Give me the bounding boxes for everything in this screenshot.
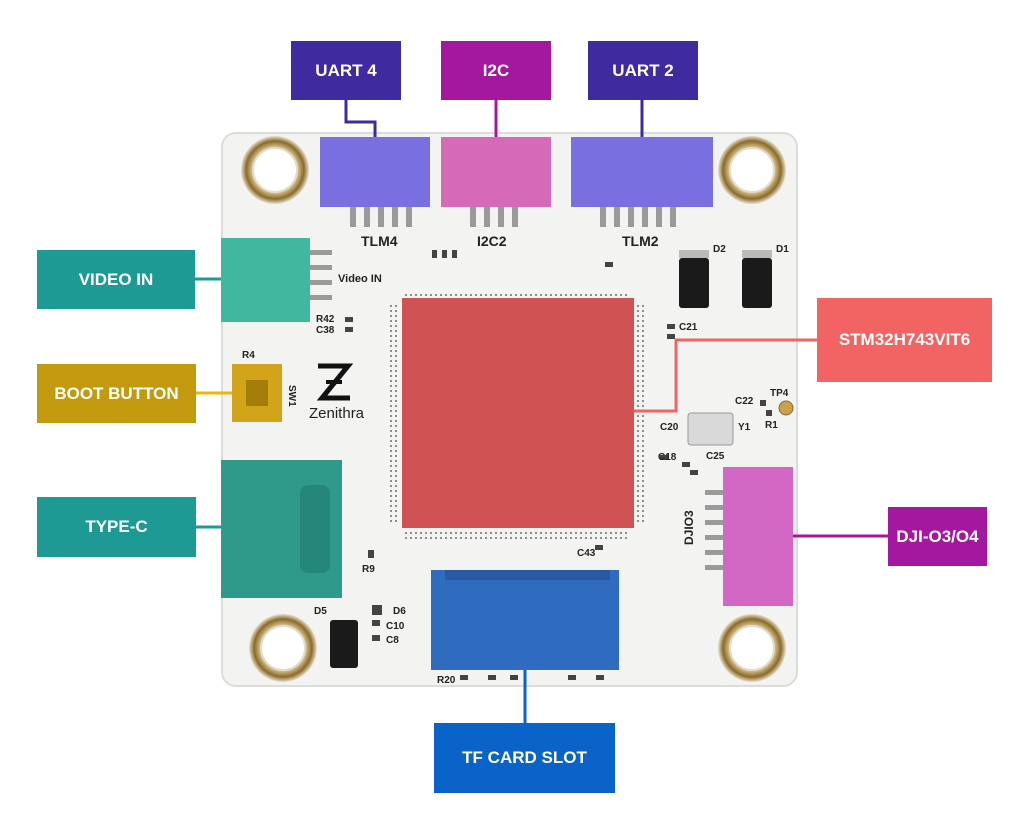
silk-djio3: DJIO3 bbox=[682, 510, 696, 545]
silk-d5: D5 bbox=[314, 606, 327, 617]
silk-tlm2: TLM2 bbox=[622, 233, 659, 249]
silk-c10: C10 bbox=[386, 621, 405, 632]
mcu-pins bbox=[390, 294, 644, 539]
mounting-holes bbox=[241, 136, 786, 682]
silk-r9: R9 bbox=[362, 564, 375, 575]
silk-c18: C18 bbox=[658, 452, 677, 463]
silk-c43: C43 bbox=[577, 548, 596, 559]
silk-tlm4: TLM4 bbox=[361, 233, 398, 249]
mcu-chip bbox=[402, 298, 634, 528]
connector-pins bbox=[310, 205, 727, 570]
dji-o3-o4-connector bbox=[723, 467, 793, 606]
type-c-port-inner bbox=[300, 485, 330, 573]
silk-d6: D6 bbox=[393, 606, 406, 617]
silk-sw1: SW1 bbox=[286, 385, 297, 407]
tf-card-slot bbox=[431, 570, 619, 670]
uart4-leader bbox=[344, 100, 377, 137]
boot-button-label: BOOT BUTTON bbox=[37, 364, 196, 423]
silk-c38: C38 bbox=[316, 325, 335, 336]
silk-c22: C22 bbox=[735, 396, 754, 407]
mcu-label: STM32H743VIT6 bbox=[817, 298, 992, 382]
uart2-connector bbox=[571, 137, 713, 207]
silk-r4: R4 bbox=[242, 350, 255, 361]
silk-r42: R42 bbox=[316, 314, 335, 325]
video-in-connector bbox=[221, 238, 310, 322]
uart4-label: UART 4 bbox=[291, 41, 401, 100]
brand-name: Zenithra bbox=[309, 405, 365, 422]
silk-c8: C8 bbox=[386, 635, 399, 646]
zenithra-logo bbox=[316, 363, 354, 401]
crystal-y1 bbox=[687, 412, 734, 446]
tp4-pad bbox=[778, 400, 794, 416]
silk-r20: R20 bbox=[437, 675, 456, 686]
type-c-label: TYPE-C bbox=[37, 497, 196, 557]
silk-tp4: TP4 bbox=[770, 388, 789, 399]
tf-card-slot-lip bbox=[445, 570, 610, 580]
video-in-label: VIDEO IN bbox=[37, 250, 195, 309]
silk-c20: C20 bbox=[660, 422, 679, 433]
i2c-connector bbox=[441, 137, 551, 207]
uart2-label: UART 2 bbox=[588, 41, 698, 100]
diodes bbox=[330, 250, 772, 668]
leader-lines bbox=[195, 100, 888, 723]
mcu-leader bbox=[634, 338, 817, 413]
silk-d1: D1 bbox=[776, 244, 789, 255]
silk-i2c2: I2C2 bbox=[477, 233, 507, 249]
smd-components bbox=[345, 250, 772, 680]
uart4-connector bbox=[320, 137, 430, 207]
silk-y1: Y1 bbox=[738, 422, 751, 433]
i2c-label: I2C bbox=[441, 41, 551, 100]
silk-c21: C21 bbox=[679, 322, 698, 333]
silk-r1: R1 bbox=[765, 420, 778, 431]
tf-card-label: TF CARD SLOT bbox=[434, 723, 615, 793]
dji-label: DJI-O3/O4 bbox=[888, 507, 987, 566]
silk-d2: D2 bbox=[713, 244, 726, 255]
boot-button-cap bbox=[246, 380, 268, 406]
silk-c25: C25 bbox=[706, 451, 725, 462]
silk-video-in: Video IN bbox=[338, 273, 382, 285]
